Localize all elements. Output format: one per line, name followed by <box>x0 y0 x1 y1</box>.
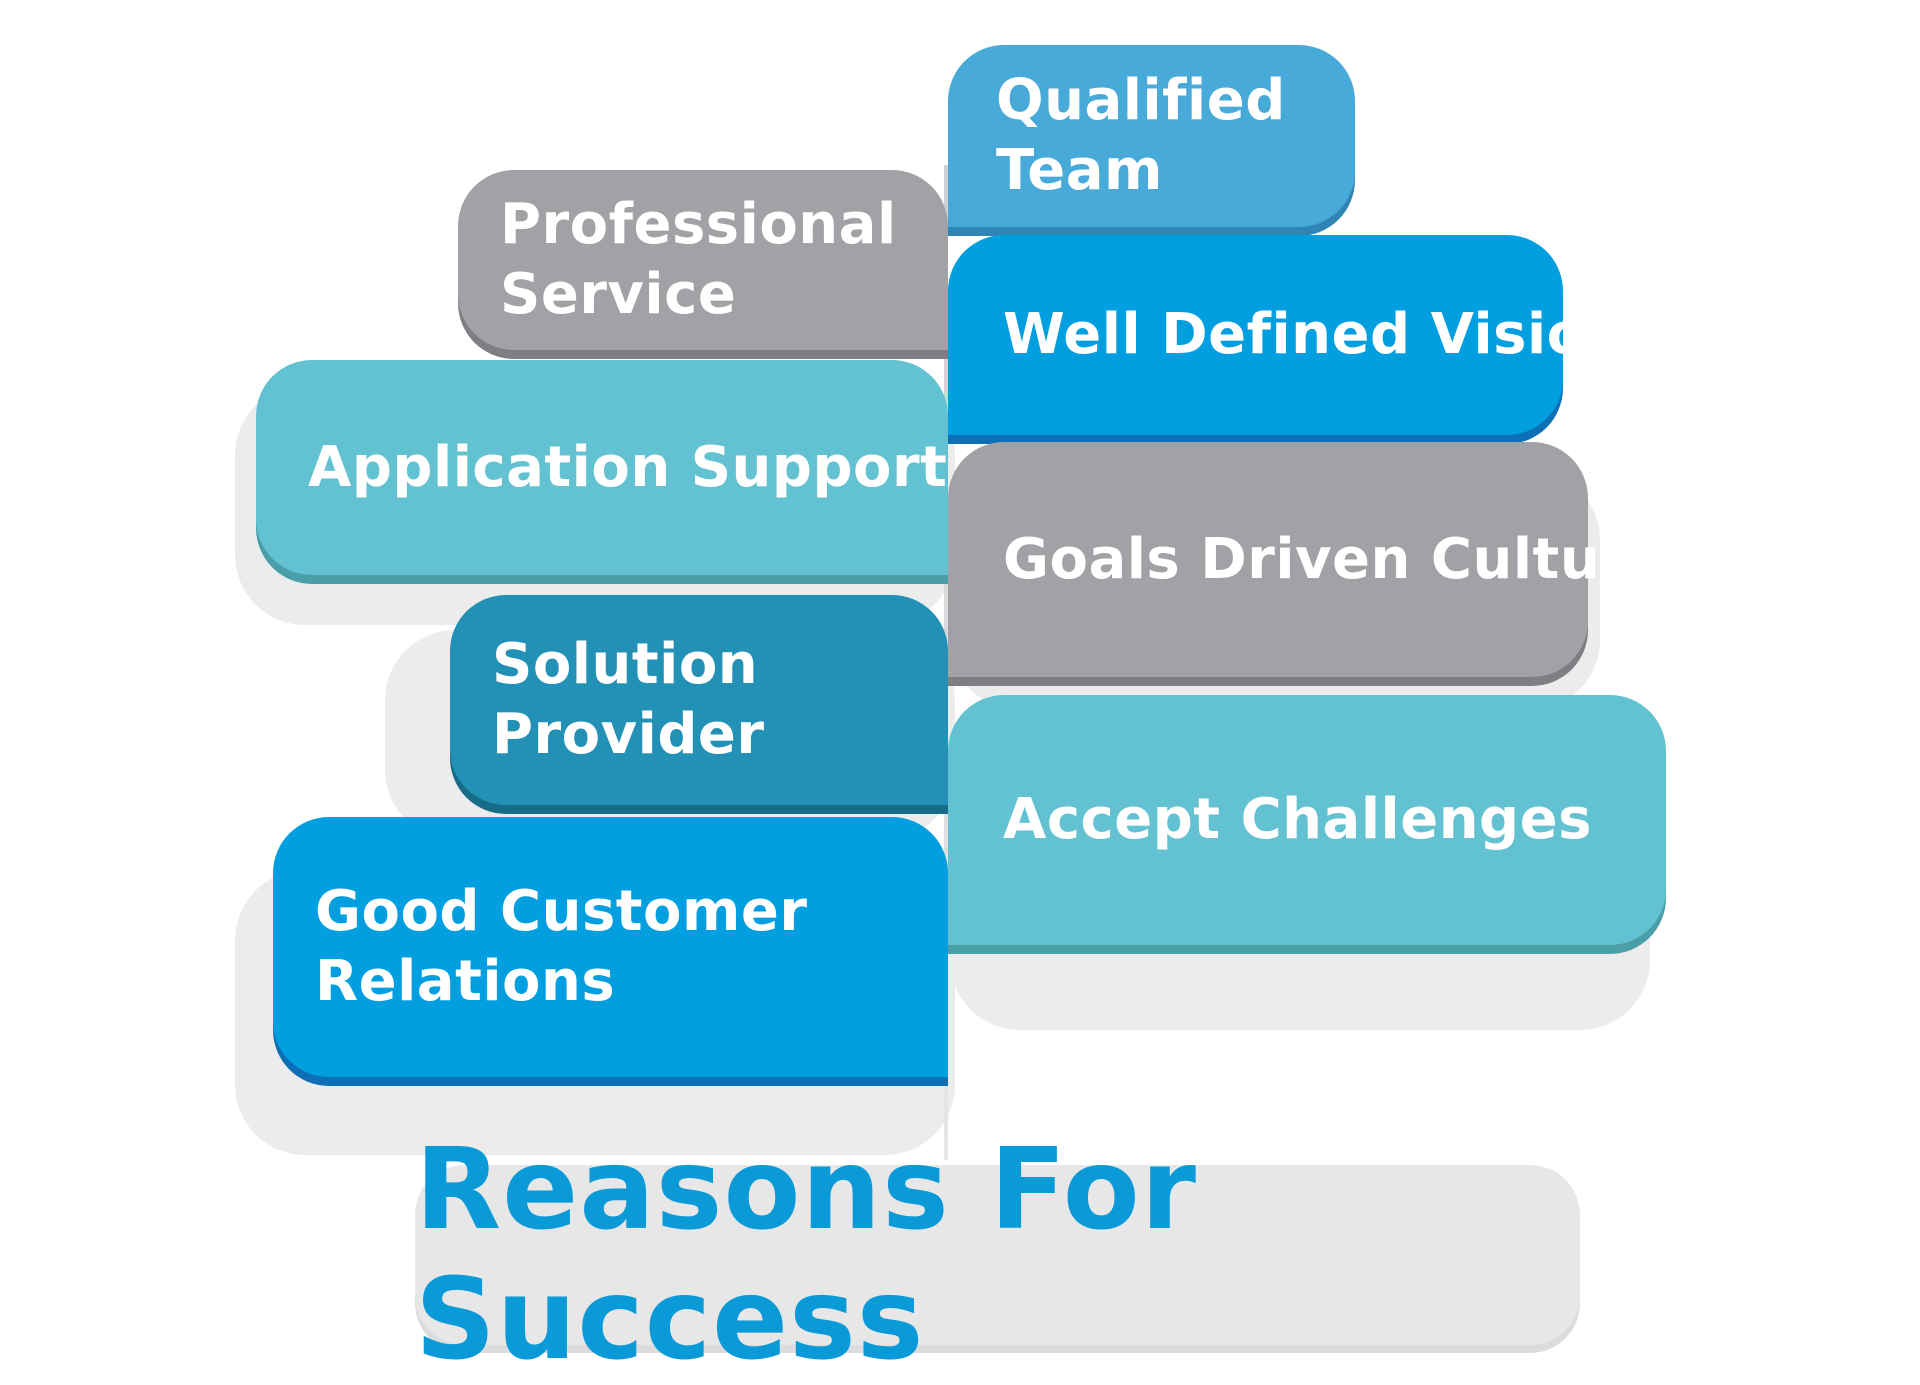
reason-tab-application-support: Application Support <box>256 360 948 575</box>
reason-label-line: Good Customer <box>315 879 808 944</box>
reason-label-line: Accept Challenges <box>1003 787 1592 852</box>
reason-label-line: Well Defined Vision <box>1003 302 1627 367</box>
reasons-diagram: Qualified Team Professional Service Well… <box>235 45 1666 1385</box>
reason-label-line: Service <box>500 262 737 327</box>
reason-label: Professional Service <box>500 190 897 330</box>
reason-label-line: Solution <box>492 632 759 697</box>
reason-label: Solution Provider <box>492 630 765 770</box>
reason-tab-professional-service: Professional Service <box>458 170 948 350</box>
reason-label: Qualified Team <box>996 66 1286 206</box>
reason-label: Application Support <box>308 433 947 503</box>
reason-label: Goals Driven Culture <box>1003 525 1667 595</box>
reason-label-line: Relations <box>315 949 616 1014</box>
diagram-title: Reasons For Success <box>415 1125 1197 1385</box>
reason-label: Well Defined Vision <box>1003 300 1626 370</box>
reason-label-line: Goals Driven Culture <box>1003 526 1667 592</box>
reason-label-line: Application Support <box>308 434 948 500</box>
reason-tab-accept-challenges: Accept Challenges <box>948 695 1666 945</box>
reason-label-line: Professional <box>500 192 897 257</box>
reason-tab-good-customer-relations: Good Customer Relations <box>273 817 948 1077</box>
reason-tab-solution-provider: Solution Provider <box>450 595 948 805</box>
reason-label: Accept Challenges <box>1003 785 1592 855</box>
reason-label-line: Team <box>996 138 1163 203</box>
reason-tab-qualified-team: Qualified Team <box>948 45 1355 227</box>
reason-label-line: Provider <box>492 702 765 767</box>
title-box: Reasons For Success <box>415 1125 1580 1385</box>
reason-tab-well-defined-vision: Well Defined Vision <box>948 235 1626 435</box>
reason-label-line: Qualified <box>996 68 1286 133</box>
reason-tab-goals-driven-culture: Goals Driven Culture <box>948 442 1666 677</box>
reason-label: Good Customer Relations <box>315 877 807 1017</box>
